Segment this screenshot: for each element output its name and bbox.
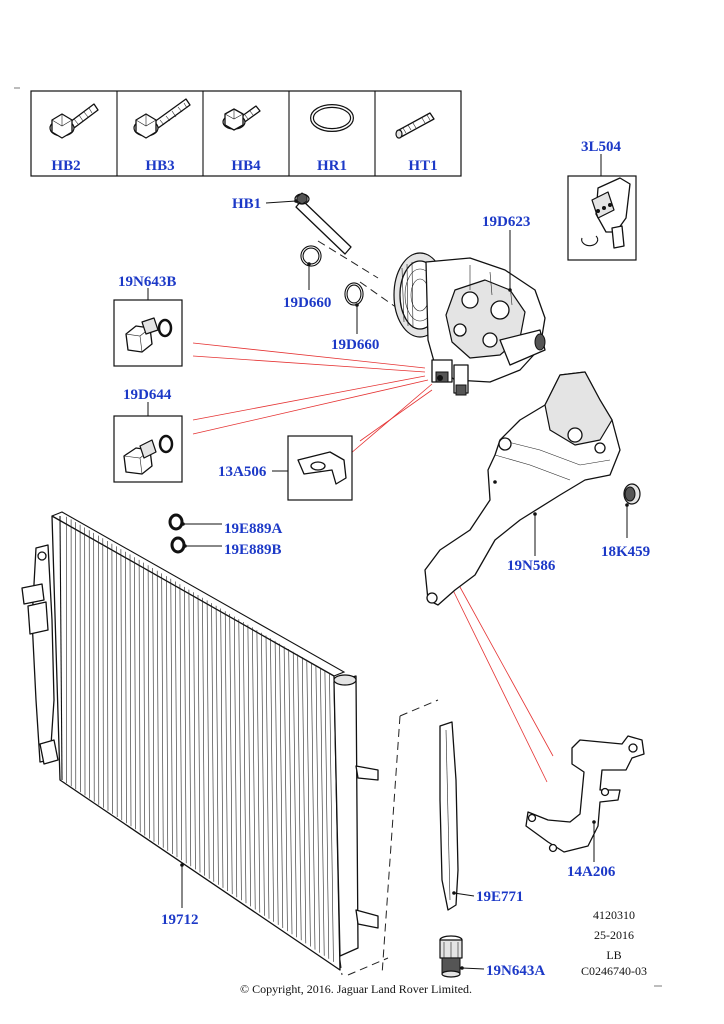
callout-19e771: 19E771	[476, 889, 524, 905]
kit-label-hb3: HB3	[145, 158, 174, 174]
kit-label-hb4: HB4	[231, 158, 261, 174]
ref-line-2: 25-2016	[594, 928, 634, 942]
ac-compressor	[393, 252, 546, 396]
kit-label-hb2: HB2	[51, 158, 80, 174]
plug-box-19d644	[113, 415, 183, 483]
callout-19n643a: 19N643A	[486, 963, 545, 979]
callout-19d644: 19D644	[123, 387, 172, 403]
bush-18k459	[623, 483, 641, 505]
copyright-notice: © Copyright, 2016. Jaguar Land Rover Lim…	[240, 982, 472, 996]
callout-14a206: 14A206	[567, 864, 616, 880]
compressor-mounting-bracket	[424, 371, 621, 606]
callout-19e889a: 19E889A	[224, 521, 283, 537]
ref-line-1: 4120310	[593, 908, 635, 922]
callout-19d660-upper: 19D660	[283, 295, 331, 311]
ref-line-4: C0246740-03	[581, 964, 647, 978]
plug-box-19n643b	[113, 299, 183, 367]
callout-13a506: 13A506	[218, 464, 267, 480]
seal-strip-19e771	[439, 721, 459, 911]
callout-hb1: HB1	[232, 196, 261, 212]
short-flange-bolt-icon	[222, 105, 261, 131]
o-ring-19d660-upper	[300, 245, 322, 267]
highlight-lines	[192, 342, 554, 783]
o-ring-19d660-lower	[344, 282, 364, 306]
callout-19n643b: 19N643B	[118, 274, 176, 290]
kit-label-hr1: HR1	[317, 158, 347, 174]
flange-bolt-icon	[49, 103, 99, 139]
compressor-bolt-hb1	[294, 192, 352, 255]
kit-label-ht1: HT1	[408, 158, 437, 174]
long-flange-bolt-icon	[133, 98, 191, 139]
callout-19e889b: 19E889B	[224, 542, 282, 558]
callout-18k459: 18K459	[601, 544, 650, 560]
callout-19d623: 19D623	[482, 214, 530, 230]
o-ring-19e889a	[168, 513, 184, 531]
condenser-19712	[21, 511, 379, 971]
callout-19n586: 19N586	[507, 558, 556, 574]
reference-block: 4120310 25-2016 LB C0246740-03	[581, 908, 647, 978]
o-ring-19e889b	[170, 536, 186, 554]
plug-19n643a	[439, 935, 463, 978]
connector-box-3l504	[567, 175, 637, 261]
callout-3l504: 3L504	[581, 139, 622, 155]
leader-lines	[147, 154, 629, 970]
callout-19712: 19712	[161, 912, 199, 928]
crop-marks	[14, 87, 662, 987]
ref-line-3: LB	[606, 948, 621, 962]
fastener-kit-table: HB2 HB3 HB4 HR1 HT1	[30, 90, 462, 177]
pipe-bracket-14a206	[525, 735, 645, 853]
o-ring-icon	[310, 104, 354, 132]
bracket-box-13a506	[287, 435, 353, 501]
callout-19d660-lower: 19D660	[331, 337, 379, 353]
callout-labels: HB1 19D623 3L504 19N643B 19D660 19D660 1…	[118, 139, 650, 979]
stud-icon	[395, 112, 435, 139]
